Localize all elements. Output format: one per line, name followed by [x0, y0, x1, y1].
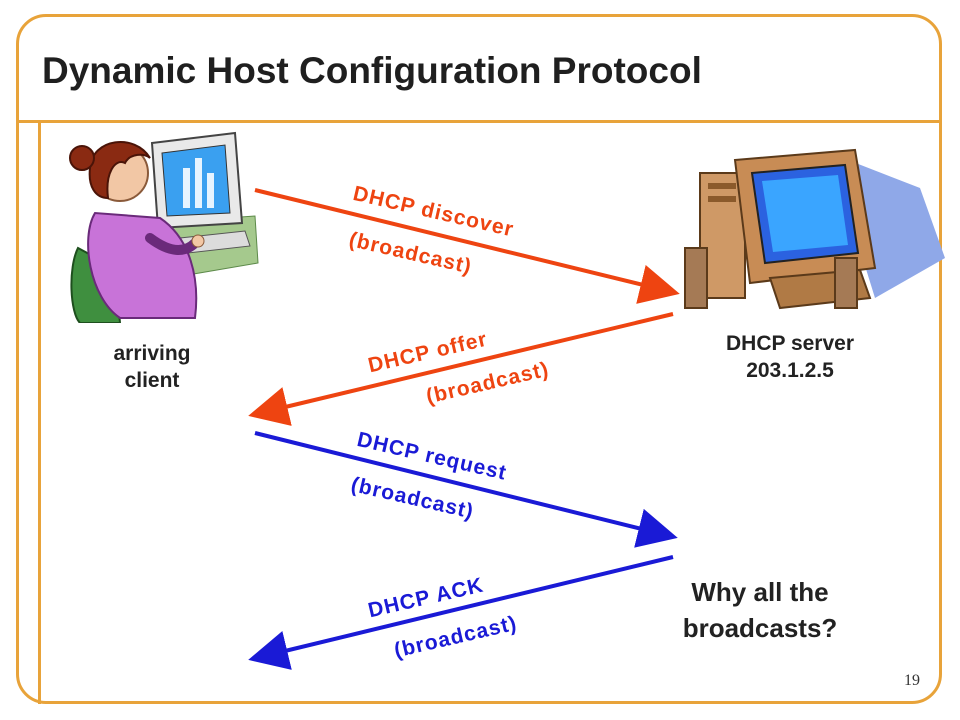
- broadcast-question: Why all the broadcasts?: [640, 574, 880, 647]
- page-number: 19: [904, 672, 920, 689]
- slide-title: Dynamic Host Configuration Protocol: [42, 50, 702, 91]
- slide-frame: [16, 14, 942, 704]
- question-line1: Why all the: [691, 577, 829, 607]
- server-caption-line2: 203.1.2.5: [746, 359, 834, 383]
- offer-arrow: [248, 312, 674, 426]
- ack-arrow: [248, 555, 674, 670]
- discover-arrow: [254, 188, 680, 304]
- client-caption-line2: client: [124, 369, 180, 393]
- client-caption-line1: arriving: [113, 342, 191, 365]
- server-caption: DHCP server 203.1.2.5: [710, 330, 870, 385]
- client-caption: arriving client: [92, 340, 212, 395]
- request-arrow: [254, 431, 678, 548]
- question-line2: broadcasts?: [682, 613, 838, 644]
- left-rule: [38, 120, 41, 704]
- server-illustration-icon: [684, 148, 945, 310]
- title-divider: [16, 120, 942, 123]
- client-illustration-icon: [69, 131, 259, 323]
- server-caption-line1: DHCP server: [725, 332, 855, 355]
